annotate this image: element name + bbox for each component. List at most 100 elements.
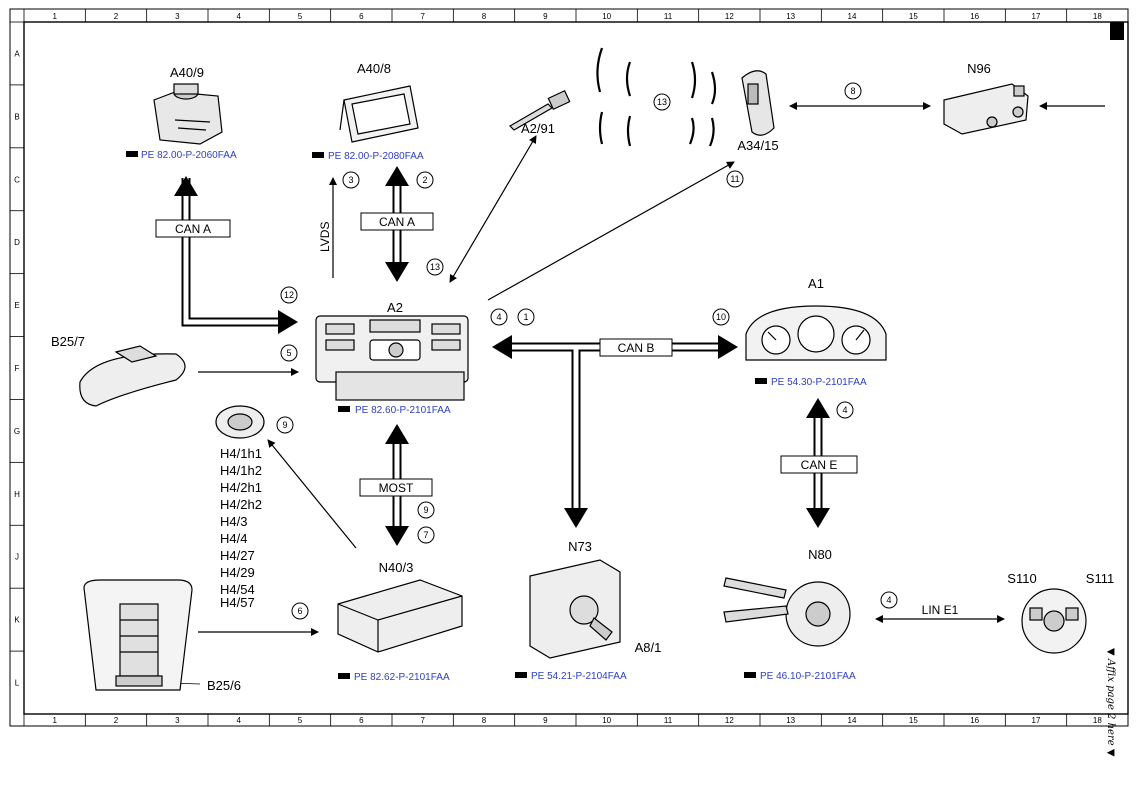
grid-column-label: 17 bbox=[1032, 12, 1041, 21]
grid-column-label: 2 bbox=[114, 716, 119, 725]
speaker-label: H4/57 bbox=[220, 595, 255, 610]
grid-column-label: 2 bbox=[114, 12, 119, 21]
grid-row-label: F bbox=[15, 364, 20, 373]
svg-text:PE 82.60-P-2101FAA: PE 82.60-P-2101FAA bbox=[355, 405, 451, 416]
control-unit-n96-icon bbox=[943, 83, 1029, 135]
grid-column-label: 10 bbox=[602, 716, 611, 725]
grid-row-label: H bbox=[14, 490, 20, 499]
signal-marker: 10 bbox=[712, 308, 730, 326]
grid-row-label: C bbox=[14, 175, 20, 184]
affix-page-note: ▼ Affix page 2 here ▼ bbox=[1105, 648, 1116, 757]
grid-column-label: 1 bbox=[52, 12, 57, 21]
svg-text:PE 82.00-P-2060FAA: PE 82.00-P-2060FAA bbox=[141, 150, 237, 161]
grid-column-label: 1 bbox=[52, 716, 57, 725]
antenna-amplifier-icon bbox=[509, 89, 571, 131]
label-s111: S111 bbox=[1086, 571, 1114, 586]
label-a2-91: A2/91 bbox=[521, 121, 555, 136]
speaker-label: H4/54 bbox=[220, 582, 255, 597]
speaker-label: H4/1h1 bbox=[220, 446, 262, 461]
grid-column-label: 12 bbox=[725, 716, 734, 725]
steering-column-module-icon bbox=[723, 577, 851, 647]
signal-marker: 4 bbox=[836, 401, 854, 419]
grid-column-label: 14 bbox=[848, 12, 857, 21]
svg-text:2: 2 bbox=[422, 175, 427, 185]
svg-text:4: 4 bbox=[886, 595, 891, 605]
svg-text:3: 3 bbox=[348, 175, 353, 185]
bus-label-most: MOST bbox=[379, 481, 414, 495]
label-n96: N96 bbox=[967, 61, 991, 76]
grid-column-label: 17 bbox=[1032, 716, 1041, 725]
grid-column-label: 16 bbox=[970, 716, 979, 725]
grid-row-label: B bbox=[14, 112, 19, 121]
svg-text:PE 54.30-P-2101FAA: PE 54.30-P-2101FAA bbox=[771, 377, 867, 388]
key-fob-icon bbox=[741, 70, 775, 136]
signal-marker: 9 bbox=[276, 416, 294, 434]
radio-waves-icon bbox=[596, 47, 717, 147]
controller-knob-icon bbox=[153, 83, 223, 145]
svg-text:13: 13 bbox=[430, 262, 440, 272]
corner-mark bbox=[1110, 22, 1124, 40]
pointing-hand-icon bbox=[755, 378, 767, 384]
grid-column-label: 13 bbox=[786, 12, 795, 21]
rear-view-mirror-sensor-icon bbox=[79, 345, 186, 407]
svg-text:1: 1 bbox=[523, 312, 528, 322]
signal-marker: 4 bbox=[880, 591, 898, 609]
svg-text:5: 5 bbox=[286, 348, 291, 358]
grid-row-label: K bbox=[14, 616, 20, 625]
pointing-hand-icon bbox=[126, 151, 138, 157]
reference-link-a40-9[interactable]: PE 82.00-P-2060FAA bbox=[126, 150, 237, 161]
pointing-hand-icon bbox=[312, 152, 324, 158]
bus-label-lvds: LVDS bbox=[318, 222, 332, 252]
signal-marker: 5 bbox=[280, 344, 298, 362]
grid-column-label: 8 bbox=[482, 716, 487, 725]
svg-text:PE 46.10-P-2101FAA: PE 46.10-P-2101FAA bbox=[760, 671, 856, 682]
signal-marker: 11 bbox=[726, 170, 744, 188]
speaker-list: H4/1h1 H4/1h2 H4/2h1 H4/2h2 H4/3 H4/4 H4… bbox=[220, 446, 262, 610]
grid-column-label: 11 bbox=[664, 716, 673, 725]
steering-wheel-icon bbox=[1021, 588, 1087, 654]
label-n40-3: N40/3 bbox=[379, 560, 414, 575]
bus-label-lin-e1: LIN E1 bbox=[922, 603, 959, 617]
reference-link-a1[interactable]: PE 54.30-P-2101FAA bbox=[755, 377, 867, 388]
grid-column-label: 3 bbox=[175, 716, 180, 725]
grid-column-label: 13 bbox=[786, 716, 795, 725]
grid-column-label: 7 bbox=[420, 716, 425, 725]
svg-text:10: 10 bbox=[716, 312, 726, 322]
reference-link-n73[interactable]: PE 54.21-P-2104FAA bbox=[515, 671, 627, 682]
grid-column-label: 7 bbox=[420, 12, 425, 21]
reference-link-a2[interactable]: PE 82.60-P-2101FAA bbox=[338, 405, 451, 416]
speaker-label: H4/27 bbox=[220, 548, 255, 563]
reference-link-n40-3[interactable]: PE 82.62-P-2101FAA bbox=[338, 672, 450, 683]
reference-link-n80[interactable]: PE 46.10-P-2101FAA bbox=[744, 671, 856, 682]
speaker-label: H4/3 bbox=[220, 514, 247, 529]
speaker-label: H4/1h2 bbox=[220, 463, 262, 478]
svg-text:PE 82.00-P-2080FAA: PE 82.00-P-2080FAA bbox=[328, 151, 424, 162]
speaker-label: H4/4 bbox=[220, 531, 247, 546]
grid-row-label: L bbox=[15, 679, 20, 688]
bus-label-can-b: CAN B bbox=[618, 341, 655, 355]
grid-column-label: 15 bbox=[909, 12, 918, 21]
pointing-hand-icon bbox=[338, 406, 350, 412]
pointing-hand-icon bbox=[338, 673, 350, 679]
svg-text:4: 4 bbox=[496, 312, 501, 322]
grid-row-label: E bbox=[14, 301, 19, 310]
signal-marker: 8 bbox=[844, 82, 862, 100]
ignition-switch-icon bbox=[529, 559, 621, 659]
label-a8-1: A8/1 bbox=[635, 640, 662, 655]
label-n80: N80 bbox=[808, 547, 832, 562]
svg-text:7: 7 bbox=[423, 530, 428, 540]
label-n73: N73 bbox=[568, 539, 592, 554]
signal-marker: 13 bbox=[426, 258, 444, 276]
grid-column-label: 6 bbox=[359, 12, 364, 21]
signal-markers: 2 3 13 12 5 4 1 10 4 13 8 11 9 9 7 6 4 bbox=[276, 82, 898, 620]
signal-marker: 13 bbox=[653, 93, 671, 111]
speaker-label: H4/2h2 bbox=[220, 497, 262, 512]
svg-text:PE 54.21-P-2104FAA: PE 54.21-P-2104FAA bbox=[531, 671, 627, 682]
signal-marker: 6 bbox=[291, 602, 309, 620]
svg-text:12: 12 bbox=[284, 290, 294, 300]
label-a1: A1 bbox=[808, 276, 824, 291]
reference-link-a40-8[interactable]: PE 82.00-P-2080FAA bbox=[312, 151, 424, 162]
